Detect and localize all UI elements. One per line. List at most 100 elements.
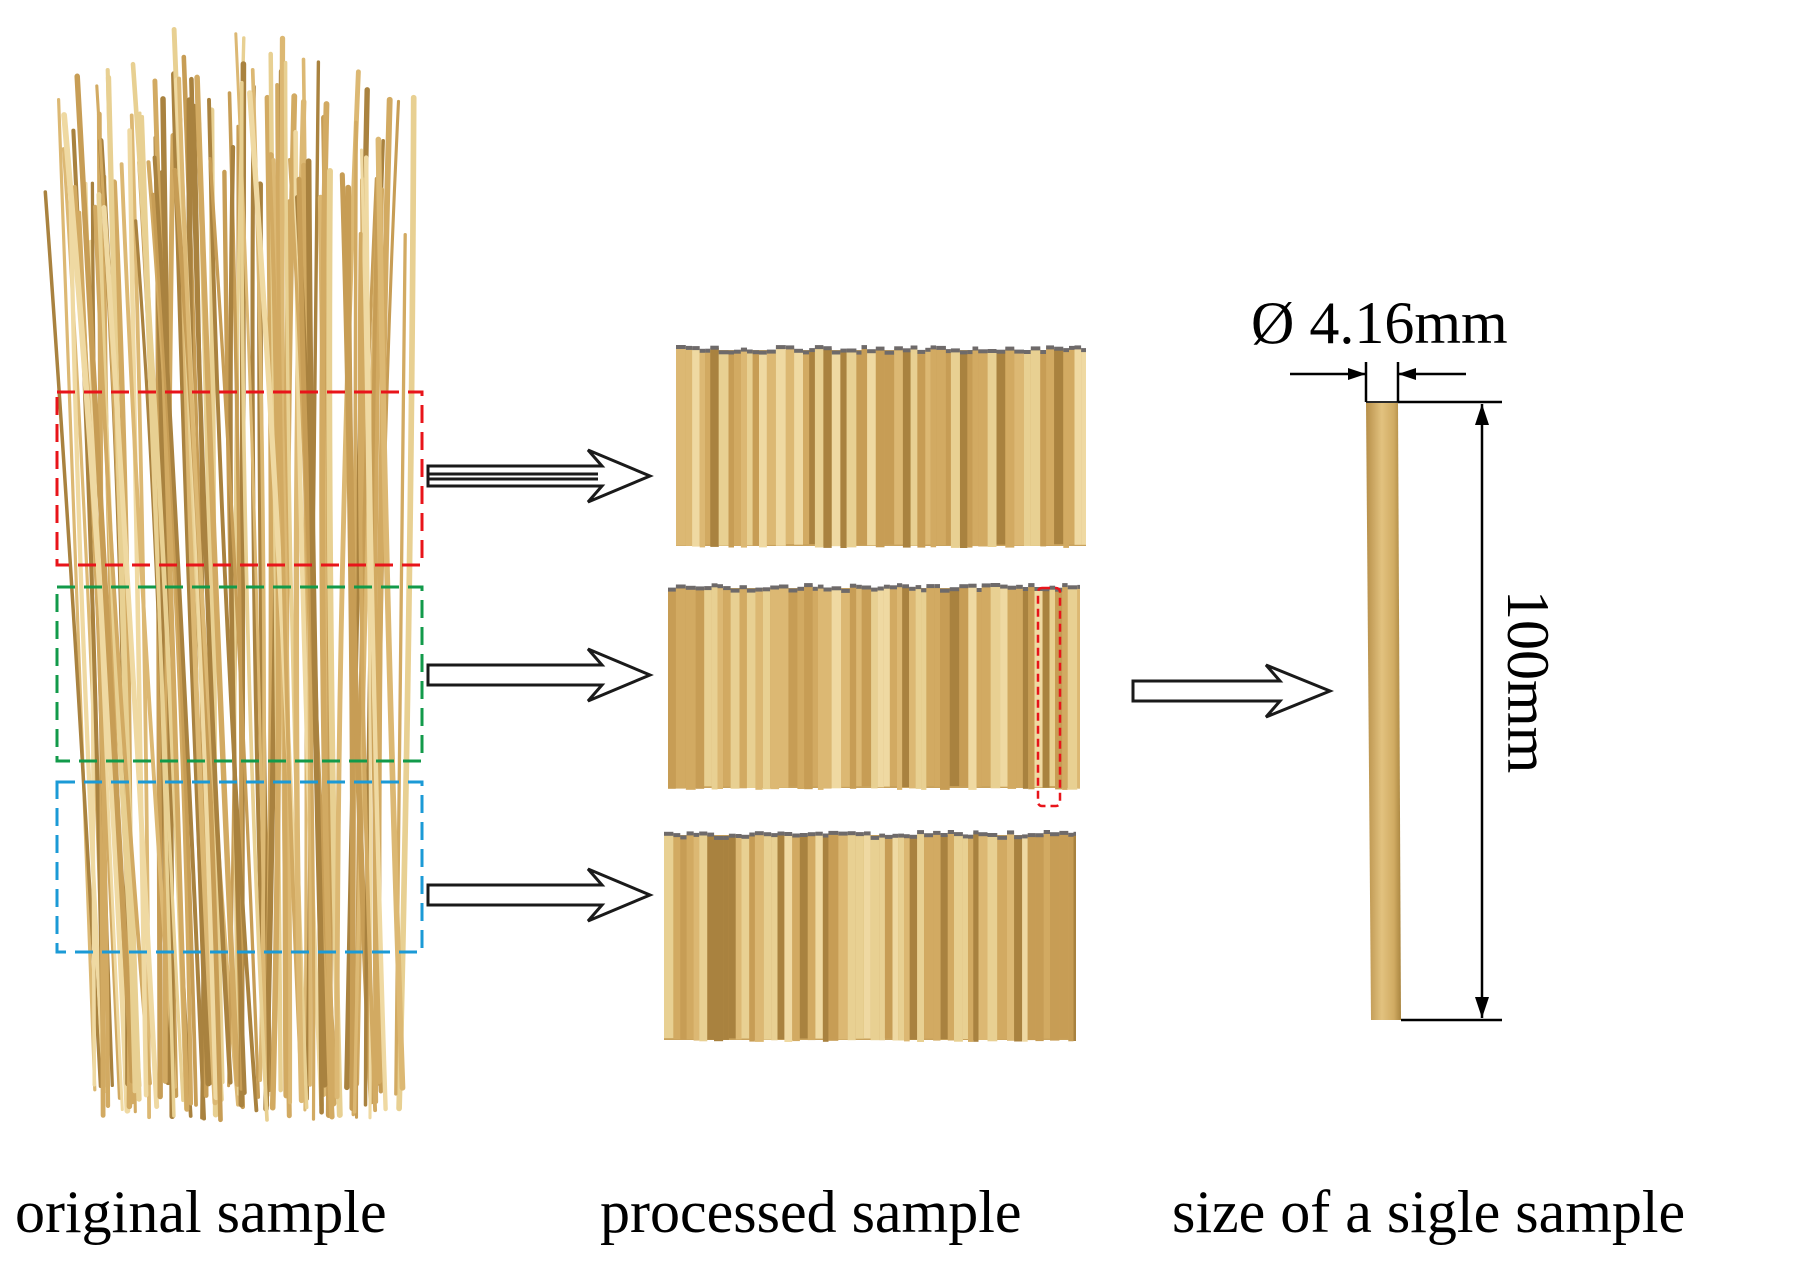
straw-cut-end — [695, 586, 705, 591]
straw-cut-end — [792, 833, 800, 838]
cut-straw — [910, 347, 918, 546]
straw-cut-end — [1063, 348, 1069, 353]
cut-straw — [954, 834, 963, 1042]
cut-straw — [788, 590, 798, 787]
cut-straw — [867, 351, 876, 546]
straw-cut-end — [849, 583, 857, 588]
bundle-straw — [268, 152, 282, 1111]
straw-cut-end — [926, 584, 935, 589]
straw-cut-end — [1046, 345, 1054, 350]
cut-straw — [947, 832, 954, 1041]
bundle-straw — [334, 69, 361, 1100]
straw-cut-end — [856, 584, 862, 589]
cut-straw — [710, 347, 719, 547]
cut-straw — [695, 588, 705, 789]
straw-cut-end — [747, 349, 753, 354]
straw-cut-end — [723, 835, 729, 840]
cut-straw — [1035, 835, 1044, 1042]
cut-straw — [841, 590, 850, 787]
straw-cut-end — [749, 832, 755, 837]
cut-straw — [1046, 347, 1054, 546]
cut-straw — [704, 588, 712, 787]
cut-straw — [828, 832, 839, 1041]
cut-straw — [936, 347, 946, 546]
bundle-straw — [288, 158, 316, 1121]
cut-straw — [884, 352, 895, 545]
cut-straw — [735, 836, 742, 1040]
straw-cut-end — [889, 585, 898, 590]
bundle-straw — [208, 156, 261, 1099]
straw-cut-end — [856, 350, 862, 355]
straw-cut-end — [909, 834, 918, 839]
cut-straw — [849, 585, 857, 789]
straw-cut-end — [788, 588, 798, 593]
straw-cut-end — [699, 831, 708, 836]
cut-straw — [1043, 832, 1050, 1039]
cut-straw — [976, 590, 982, 787]
cut-straw — [902, 350, 911, 548]
straw-cut-end — [705, 348, 711, 353]
cut-straw — [1074, 347, 1082, 545]
straw-cut-end — [685, 345, 692, 350]
straw-cut-end — [846, 348, 857, 353]
straw-cut-end — [794, 348, 803, 353]
straw-cut-end — [1059, 830, 1069, 835]
blue-region-box — [55, 780, 424, 954]
straw-cut-end — [867, 349, 876, 354]
straw-cut-end — [954, 832, 963, 837]
straw-cut-end — [812, 586, 818, 591]
straw-cut-end — [675, 584, 686, 589]
cut-straw — [799, 835, 808, 1039]
straw-cut-end — [987, 349, 997, 353]
straw-cut-end — [699, 348, 706, 353]
cut-straw — [838, 833, 848, 1040]
bundle-straw — [396, 94, 417, 1112]
cut-straw — [831, 352, 841, 547]
straw-cut-end — [784, 832, 793, 836]
cut-straw — [987, 835, 998, 1042]
straw-cut-end — [752, 350, 759, 355]
bundle-straw — [207, 97, 259, 1113]
straw-cut-end — [730, 588, 740, 593]
straw-cut-end — [1014, 835, 1023, 840]
bundle-straw — [305, 158, 328, 1088]
cut-straw — [803, 352, 810, 545]
cut-straw — [823, 589, 832, 789]
straw-cut-end — [1024, 350, 1031, 354]
straw-cut-end — [711, 583, 718, 588]
cut-straw — [809, 350, 815, 545]
straw-cut-end — [864, 831, 871, 836]
cut-straw — [871, 589, 878, 789]
straw-cut-end — [807, 832, 816, 837]
cut-straw — [1063, 350, 1069, 548]
straw-cut-end — [1000, 584, 1008, 589]
straw-cut-end — [976, 588, 982, 592]
cut-straw — [904, 836, 910, 1042]
bundle-straw — [364, 155, 388, 1112]
cut-straw — [784, 834, 793, 1042]
straw-cut-end — [959, 584, 969, 589]
straw-cut-end — [897, 583, 903, 588]
cut-straw — [1049, 587, 1056, 787]
cut-straw — [875, 348, 885, 548]
cut-straw — [1069, 347, 1075, 545]
straw-cut-end — [1050, 832, 1060, 837]
arrow-top — [426, 448, 654, 504]
cut-straw — [747, 351, 753, 546]
straw-cut-end — [996, 349, 1006, 354]
cut-straw — [807, 834, 816, 1041]
straw-cut-end — [838, 831, 848, 836]
cut-straw — [1022, 836, 1028, 1042]
straw-cut-end — [828, 830, 839, 835]
straw-cut-end — [968, 583, 977, 588]
cut-straw — [673, 835, 681, 1040]
cut-straw — [728, 352, 734, 548]
straw-cut-end — [779, 584, 789, 589]
straw-cut-end — [1027, 833, 1036, 838]
straw-cut-end — [714, 835, 724, 840]
bundle-straw — [375, 136, 406, 1091]
cut-straw — [902, 586, 909, 787]
straw-cut-end — [664, 831, 674, 836]
cut-straw — [917, 832, 924, 1042]
straw-cut-end — [978, 349, 988, 354]
